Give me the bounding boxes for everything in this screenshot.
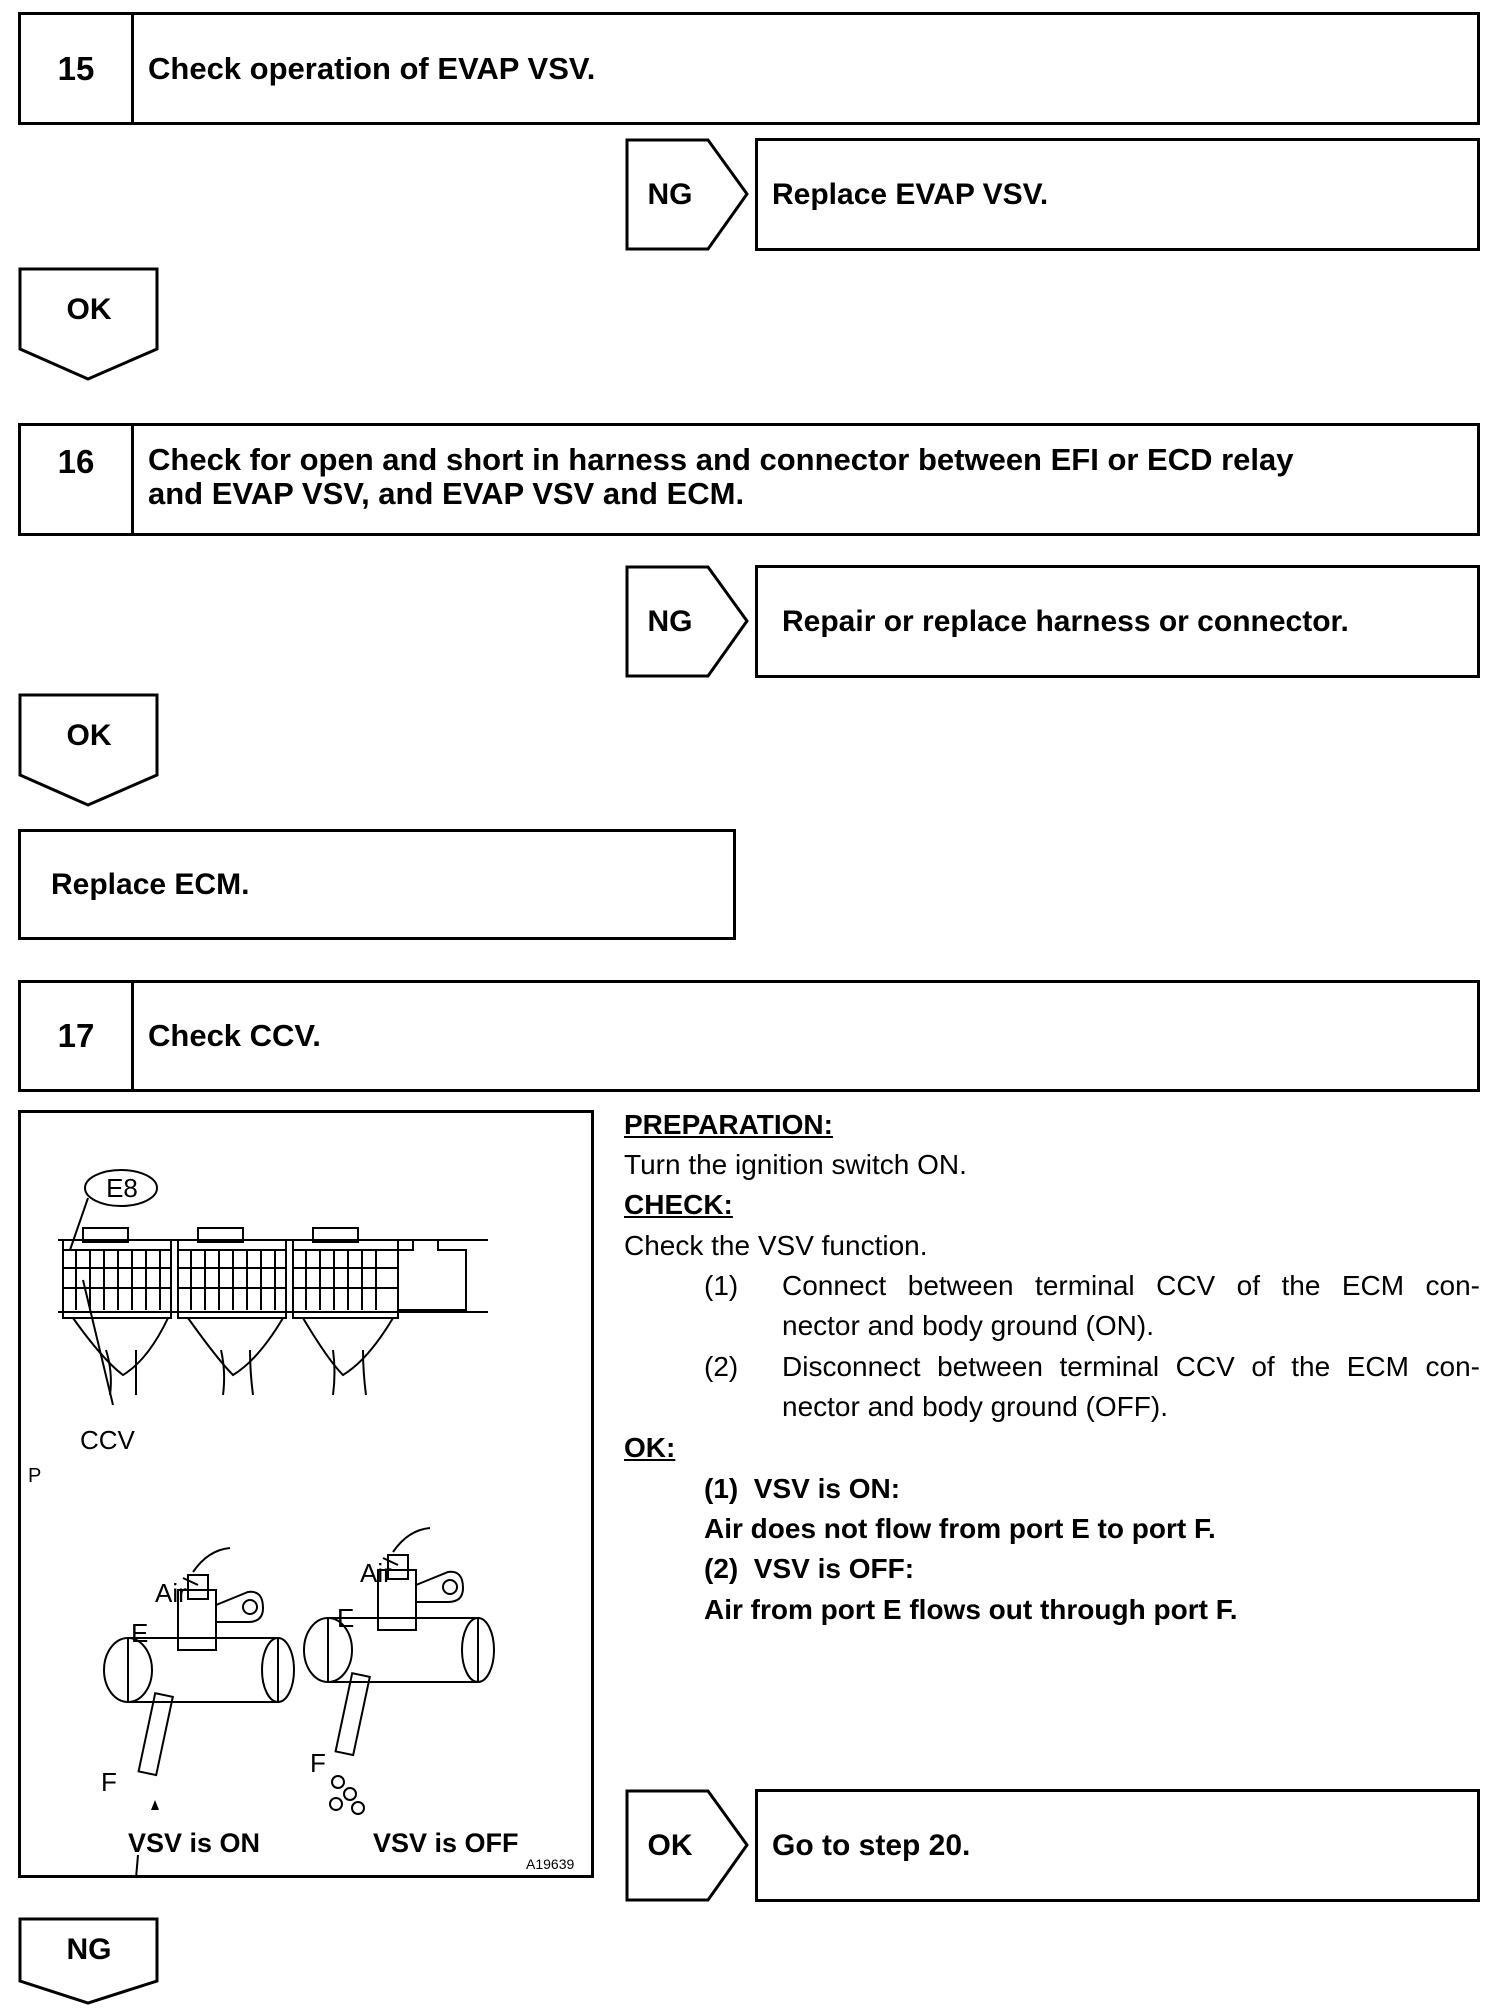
ng-arrow-tag-15 — [625, 138, 749, 251]
caption-vsv-on: VSV is ON — [128, 1828, 261, 1858]
port-e-label-on: E — [131, 1618, 149, 1648]
check-heading: CHECK: — [624, 1189, 733, 1220]
ng-label-17: NG — [66, 1933, 112, 1966]
step-15-title: Check operation of EVAP VSV. — [148, 50, 596, 86]
ok-action-16: Replace ECM. — [18, 829, 736, 940]
check-item-2-line1: Disconnect between terminal CCV of the E… — [782, 1351, 1480, 1382]
preparation-text: Turn the ignition switch ON. — [624, 1149, 967, 1180]
ok-heading: OK: — [624, 1432, 676, 1463]
ok-line-3: (2) VSV is OFF: — [704, 1553, 915, 1584]
ng-arrow-tag-17 — [18, 1917, 159, 2005]
check-item-1-line2: nector and body ground (ON). — [782, 1310, 1154, 1341]
ok-line-4: Air from port E flows out through port F… — [704, 1594, 1238, 1625]
ng-arrow-tag-16 — [625, 565, 749, 678]
ng-label-15: NG — [647, 177, 693, 211]
ok-label-15: OK — [66, 293, 112, 326]
caption-vsv-off: VSV is OFF — [373, 1828, 519, 1858]
step-16-number: 16 — [57, 443, 95, 480]
ok-line-2: Air does not flow from port E to port F. — [704, 1513, 1216, 1544]
ok-line-1: (1) VSV is ON: — [704, 1473, 901, 1504]
step-16-title-line2: and EVAP VSV, and EVAP VSV and ECM. — [148, 476, 745, 511]
figure-id: A19639 — [526, 1856, 575, 1872]
figure-frame — [18, 1110, 594, 1878]
check-text: Check the VSV function. — [624, 1230, 928, 1261]
ecm-connector-illustration — [58, 1169, 495, 1879]
port-f-label-on: F — [101, 1767, 117, 1797]
air-label-off: Air — [360, 1558, 392, 1588]
step-16-title-line1: Check for open and short in harness and … — [148, 442, 1294, 477]
ccv-label: CCV — [80, 1425, 135, 1455]
step-15-box — [18, 12, 1480, 125]
e8-label: E8 — [106, 1173, 138, 1203]
ng-action-16: Repair or replace harness or connector. — [755, 565, 1480, 678]
step-16-box — [18, 423, 1480, 536]
ok-arrow-tag-17 — [625, 1789, 749, 1902]
port-e-label-off: E — [337, 1603, 355, 1633]
step-17-number: 17 — [57, 1017, 95, 1054]
air-label-on: Air — [155, 1578, 187, 1608]
ok-label-16: OK — [66, 719, 112, 752]
check-item-2-number: (2) — [704, 1351, 739, 1382]
step-15-divider — [131, 12, 134, 125]
step-16-divider — [131, 423, 134, 536]
ok-arrow-tag-15 — [18, 267, 159, 381]
check-item-1-number: (1) — [704, 1270, 739, 1301]
ng-label-16: NG — [647, 604, 693, 638]
ok-arrow-tag-16 — [18, 693, 159, 807]
preparation-heading: PREPARATION: — [624, 1109, 833, 1140]
check-item-2-line2: nector and body ground (OFF). — [782, 1391, 1168, 1422]
marker-p-label: P — [28, 1465, 42, 1487]
step-17-divider — [131, 980, 134, 1092]
ok-label-17: OK — [647, 1828, 693, 1862]
step-15-number: 15 — [57, 49, 95, 87]
step-17-box — [18, 980, 1480, 1092]
port-f-label-off: F — [310, 1748, 326, 1778]
ng-action-15: Replace EVAP VSV. — [755, 138, 1480, 251]
step-16-title: Check for open and short in harness and … — [148, 443, 1468, 511]
ok-action-17: Go to step 20. — [755, 1789, 1480, 1902]
check-item-1-line1: Connect between terminal CCV of the ECM … — [782, 1270, 1480, 1301]
step-17-title: Check CCV. — [148, 1018, 321, 1053]
